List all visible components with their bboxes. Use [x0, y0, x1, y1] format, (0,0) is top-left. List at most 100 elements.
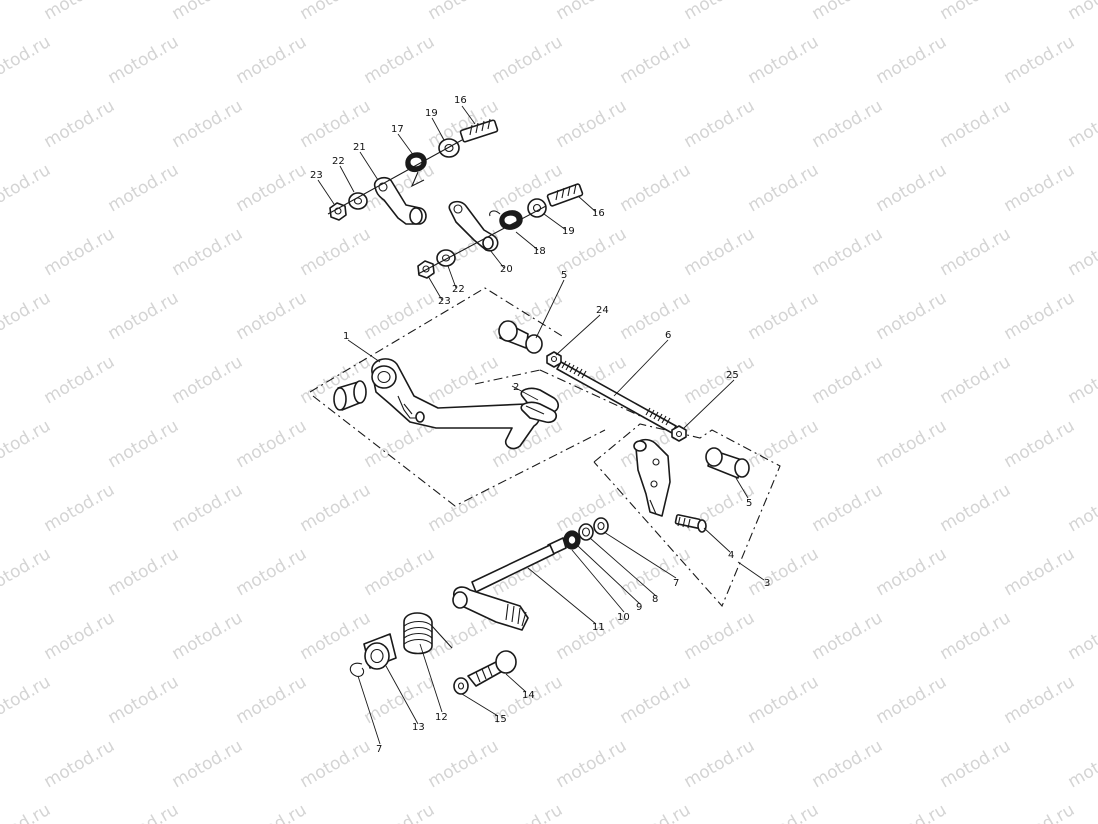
watermark-text: motod.ru: [425, 736, 503, 792]
callout-15: 15: [494, 714, 507, 725]
watermark-text: motod.ru: [937, 736, 1015, 792]
callout-11: 11: [592, 622, 605, 633]
watermark-text: motod.ru: [105, 544, 183, 600]
callout-23: 23: [310, 170, 323, 181]
callout-19: 19: [425, 108, 438, 119]
bolt-16-upper: [459, 118, 499, 143]
callout-14: 14: [522, 690, 535, 701]
watermark-text: motod.ru: [1065, 224, 1098, 280]
watermark-text: motod.ru: [169, 736, 247, 792]
watermark-text: motod.ru: [297, 736, 375, 792]
assembly-outline-pedal: [309, 287, 663, 507]
watermark-text: motod.ru: [233, 544, 311, 600]
watermark-text: motod.ru: [873, 544, 951, 600]
watermark-text: motod.ru: [809, 736, 887, 792]
bushing-5-lower: [705, 447, 750, 479]
shift-shaft-11: [452, 537, 567, 631]
callout-labels: 16 19 17 21 22 23 16 19 18 20 22 23 5 24…: [310, 95, 770, 755]
watermark-text: motod.ru: [809, 608, 887, 664]
washer-19-lower: [527, 198, 547, 218]
watermark-text: motod.ru: [873, 416, 951, 472]
watermark-text: motod.ru: [105, 416, 183, 472]
watermark-text: motod.ru: [553, 0, 631, 24]
watermark-text: motod.ru: [617, 32, 695, 88]
watermark-text: motod.ru: [617, 160, 695, 216]
watermark-text: motod.ru: [41, 352, 119, 408]
watermark-text: motod.ru: [617, 672, 695, 728]
watermark-text: motod.ru: [233, 288, 311, 344]
callout-5: 5: [561, 270, 567, 281]
watermark-text: motod.ru: [745, 288, 823, 344]
axis-line-lower: [417, 205, 547, 275]
watermark-text: motod.ru: [1065, 480, 1098, 536]
callout-20: 20: [500, 264, 513, 275]
washer-19-upper: [438, 138, 460, 158]
watermark-text: motod.ru: [105, 672, 183, 728]
watermark-text: motod.ru: [361, 544, 439, 600]
axis-line-upper: [327, 139, 463, 215]
pedal-pad-2: [520, 387, 560, 424]
watermark-text: motod.ru: [425, 480, 503, 536]
watermark-text: motod.ru: [233, 800, 311, 824]
callout-16: 16: [454, 95, 467, 106]
watermark-text: motod.ru: [41, 608, 119, 664]
watermark-text: motod.ru: [553, 736, 631, 792]
watermark-text: motod.ru: [937, 96, 1015, 152]
callout-23: 23: [438, 296, 451, 307]
callout-9: 9: [636, 602, 642, 613]
bushing-left: [333, 380, 367, 411]
bushing-5-upper: [498, 320, 543, 354]
nut-25: [671, 425, 687, 442]
assembly-outline-linkage: [593, 423, 781, 608]
bolt-4: [674, 514, 707, 533]
callout-12: 12: [435, 712, 448, 723]
callout-1: 1: [343, 331, 349, 342]
callout-16: 16: [592, 208, 605, 219]
callout-7: 7: [376, 744, 382, 755]
callout-2: 2: [513, 382, 519, 393]
watermark-text: motod.ru: [169, 352, 247, 408]
watermark-text: motod.ru: [425, 224, 503, 280]
watermark-text: motod.ru: [873, 672, 951, 728]
callout-7: 7: [673, 578, 679, 589]
circlip-7-lower: [349, 662, 365, 677]
watermark-text: motod.ru: [809, 0, 887, 24]
bolt-14: [467, 650, 517, 687]
watermark-text: motod.ru: [41, 0, 119, 24]
watermark-text: motod.ru: [0, 544, 54, 600]
watermark-text: motod.ru: [489, 32, 567, 88]
watermark-text: motod.ru: [169, 0, 247, 24]
spring-12: [403, 612, 453, 655]
watermark-text: motod.ru: [297, 608, 375, 664]
leader-lines: [317, 105, 765, 745]
watermark-text: motod.ru: [681, 0, 759, 24]
watermark-text: motod.ru: [489, 800, 567, 824]
watermark-text: motod.ru: [617, 800, 695, 824]
watermark-text: motod.ru: [425, 0, 503, 24]
watermark-text: motod.ru: [745, 416, 823, 472]
watermark-text: motod.ru: [1001, 416, 1079, 472]
watermark-text: motod.ru: [1065, 736, 1098, 792]
watermark-text: motod.ru: [681, 224, 759, 280]
linkage-bracket-3: [633, 438, 671, 517]
watermark-text: motod.ru: [105, 800, 183, 824]
spring-17: [405, 152, 427, 188]
watermark-text: motod.ru: [105, 32, 183, 88]
callout-5: 5: [746, 498, 752, 509]
watermark-text: motod.ru: [233, 672, 311, 728]
watermark-text: motod.ru: [1001, 160, 1079, 216]
bolt-16-lower: [546, 183, 584, 207]
watermark-text: motod.ru: [681, 352, 759, 408]
callout-6: 6: [665, 330, 671, 341]
watermark-text: motod.ru: [0, 288, 54, 344]
callout-18: 18: [533, 246, 546, 257]
watermark-text: motod.ru: [1065, 96, 1098, 152]
callout-19: 19: [562, 226, 575, 237]
watermark-text: motod.ru: [937, 480, 1015, 536]
watermark-text: motod.ru: [0, 800, 54, 824]
watermark-text: motod.ru: [809, 224, 887, 280]
watermark-text: motod.ru: [553, 96, 631, 152]
seal-9: [578, 523, 594, 541]
